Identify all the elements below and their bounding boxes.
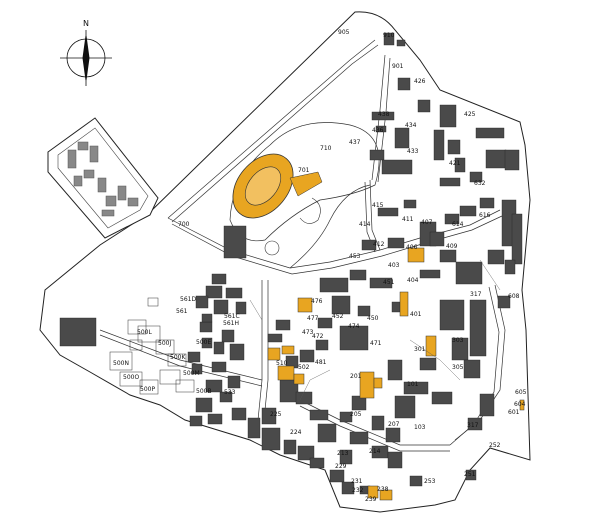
map-label: 201	[350, 373, 362, 380]
compass	[60, 30, 112, 86]
map-label: 905	[338, 29, 350, 36]
map-label: 101	[407, 381, 419, 388]
loop-path	[299, 197, 321, 224]
map-label: 213	[337, 450, 349, 457]
outline-lots	[109, 297, 195, 395]
map-label: 500M	[183, 370, 200, 377]
map-label: 500P	[140, 386, 156, 393]
map-label: 608	[508, 293, 520, 300]
map-label: 477	[307, 315, 319, 322]
map-label: 436	[372, 127, 384, 134]
map-label: 476	[311, 298, 323, 305]
map-label: 510	[276, 360, 288, 367]
map-label: 500J	[158, 340, 172, 347]
map-label: 614	[452, 221, 464, 228]
map-label: 404	[407, 277, 419, 284]
map-label: 500N	[113, 360, 129, 367]
roads	[99, 39, 506, 452]
northwest-housing	[67, 141, 139, 217]
map-label: 434	[405, 122, 417, 129]
map-label: 616	[479, 212, 491, 219]
map-label: 426	[414, 78, 426, 85]
map-label: 605	[515, 389, 527, 396]
map-label: 205	[350, 411, 362, 418]
map-label: 533	[224, 389, 236, 396]
campus-buildings	[59, 32, 523, 495]
map-label: 561D	[180, 296, 197, 303]
map-label: 500E	[196, 339, 212, 346]
stadium-stand	[289, 171, 323, 197]
map-label: 239	[365, 496, 377, 503]
map-label: 425	[464, 111, 476, 118]
map-label: 502	[298, 364, 310, 371]
map-label: 305	[452, 364, 464, 371]
map-label: 471	[370, 340, 382, 347]
map-label: 500O	[123, 374, 140, 381]
map-label: 301	[414, 346, 426, 353]
map-label: 421	[449, 160, 461, 167]
map-label: 412	[373, 241, 385, 248]
map-label: 437	[349, 139, 361, 146]
map-label: 561	[176, 308, 188, 315]
map-label: 910	[383, 32, 395, 39]
map-label: 500L	[137, 329, 152, 336]
map-label: 474	[348, 323, 360, 330]
map-label: 414	[359, 221, 371, 228]
map-label: 632	[474, 180, 486, 187]
map-label: 103	[414, 424, 426, 431]
highlighted-buildings	[267, 247, 525, 501]
map-label: 407	[421, 219, 433, 226]
map-label: 238	[377, 486, 389, 493]
map-label: 451	[383, 279, 395, 286]
map-label: 700	[178, 221, 190, 228]
map-label: 450	[367, 315, 379, 322]
map-label: 411	[402, 216, 414, 223]
map-label: 710	[320, 145, 332, 152]
stadium-field	[244, 166, 282, 206]
north-field	[229, 122, 380, 242]
map-label: 214	[369, 448, 381, 455]
map-label: 473	[302, 329, 314, 336]
map-label: 207	[388, 421, 400, 428]
map-label: 500K	[170, 354, 186, 361]
map-label: 317	[470, 291, 482, 298]
map-label: 500B	[196, 388, 212, 395]
map-label: 561H	[223, 320, 239, 327]
map-label: 438	[378, 111, 390, 118]
map-label: 481	[315, 359, 327, 366]
map-label: 901	[392, 63, 404, 70]
map-label: 433	[407, 148, 419, 155]
map-label: 253	[424, 478, 436, 485]
map-label: 317	[467, 422, 479, 429]
map-label: 229	[335, 463, 347, 470]
map-label: 561C	[224, 313, 240, 320]
map-label: 225	[270, 411, 282, 418]
map-label: 252	[489, 442, 501, 449]
map-label: 472	[312, 333, 324, 340]
map-label: 251	[464, 471, 476, 478]
map-label: 231	[351, 478, 363, 485]
map-label: 403	[388, 262, 400, 269]
compass-north-label: N	[83, 19, 89, 28]
map-label: 409	[446, 243, 458, 250]
map-label: 452	[332, 313, 344, 320]
northwest-parcel-inner	[57, 127, 149, 229]
map-label: 453	[349, 253, 361, 260]
map-label: 406	[406, 244, 418, 251]
map-label: 224	[290, 429, 302, 436]
minor-paths	[249, 259, 501, 401]
map-label: 604	[514, 401, 526, 408]
map-label: 701	[298, 167, 310, 174]
map-label: 401	[410, 311, 422, 318]
map-label: 601	[508, 409, 520, 416]
round-field	[264, 240, 280, 256]
map-label: 232	[352, 487, 364, 494]
map-label: 415	[372, 202, 384, 209]
map-label: 303	[452, 337, 464, 344]
